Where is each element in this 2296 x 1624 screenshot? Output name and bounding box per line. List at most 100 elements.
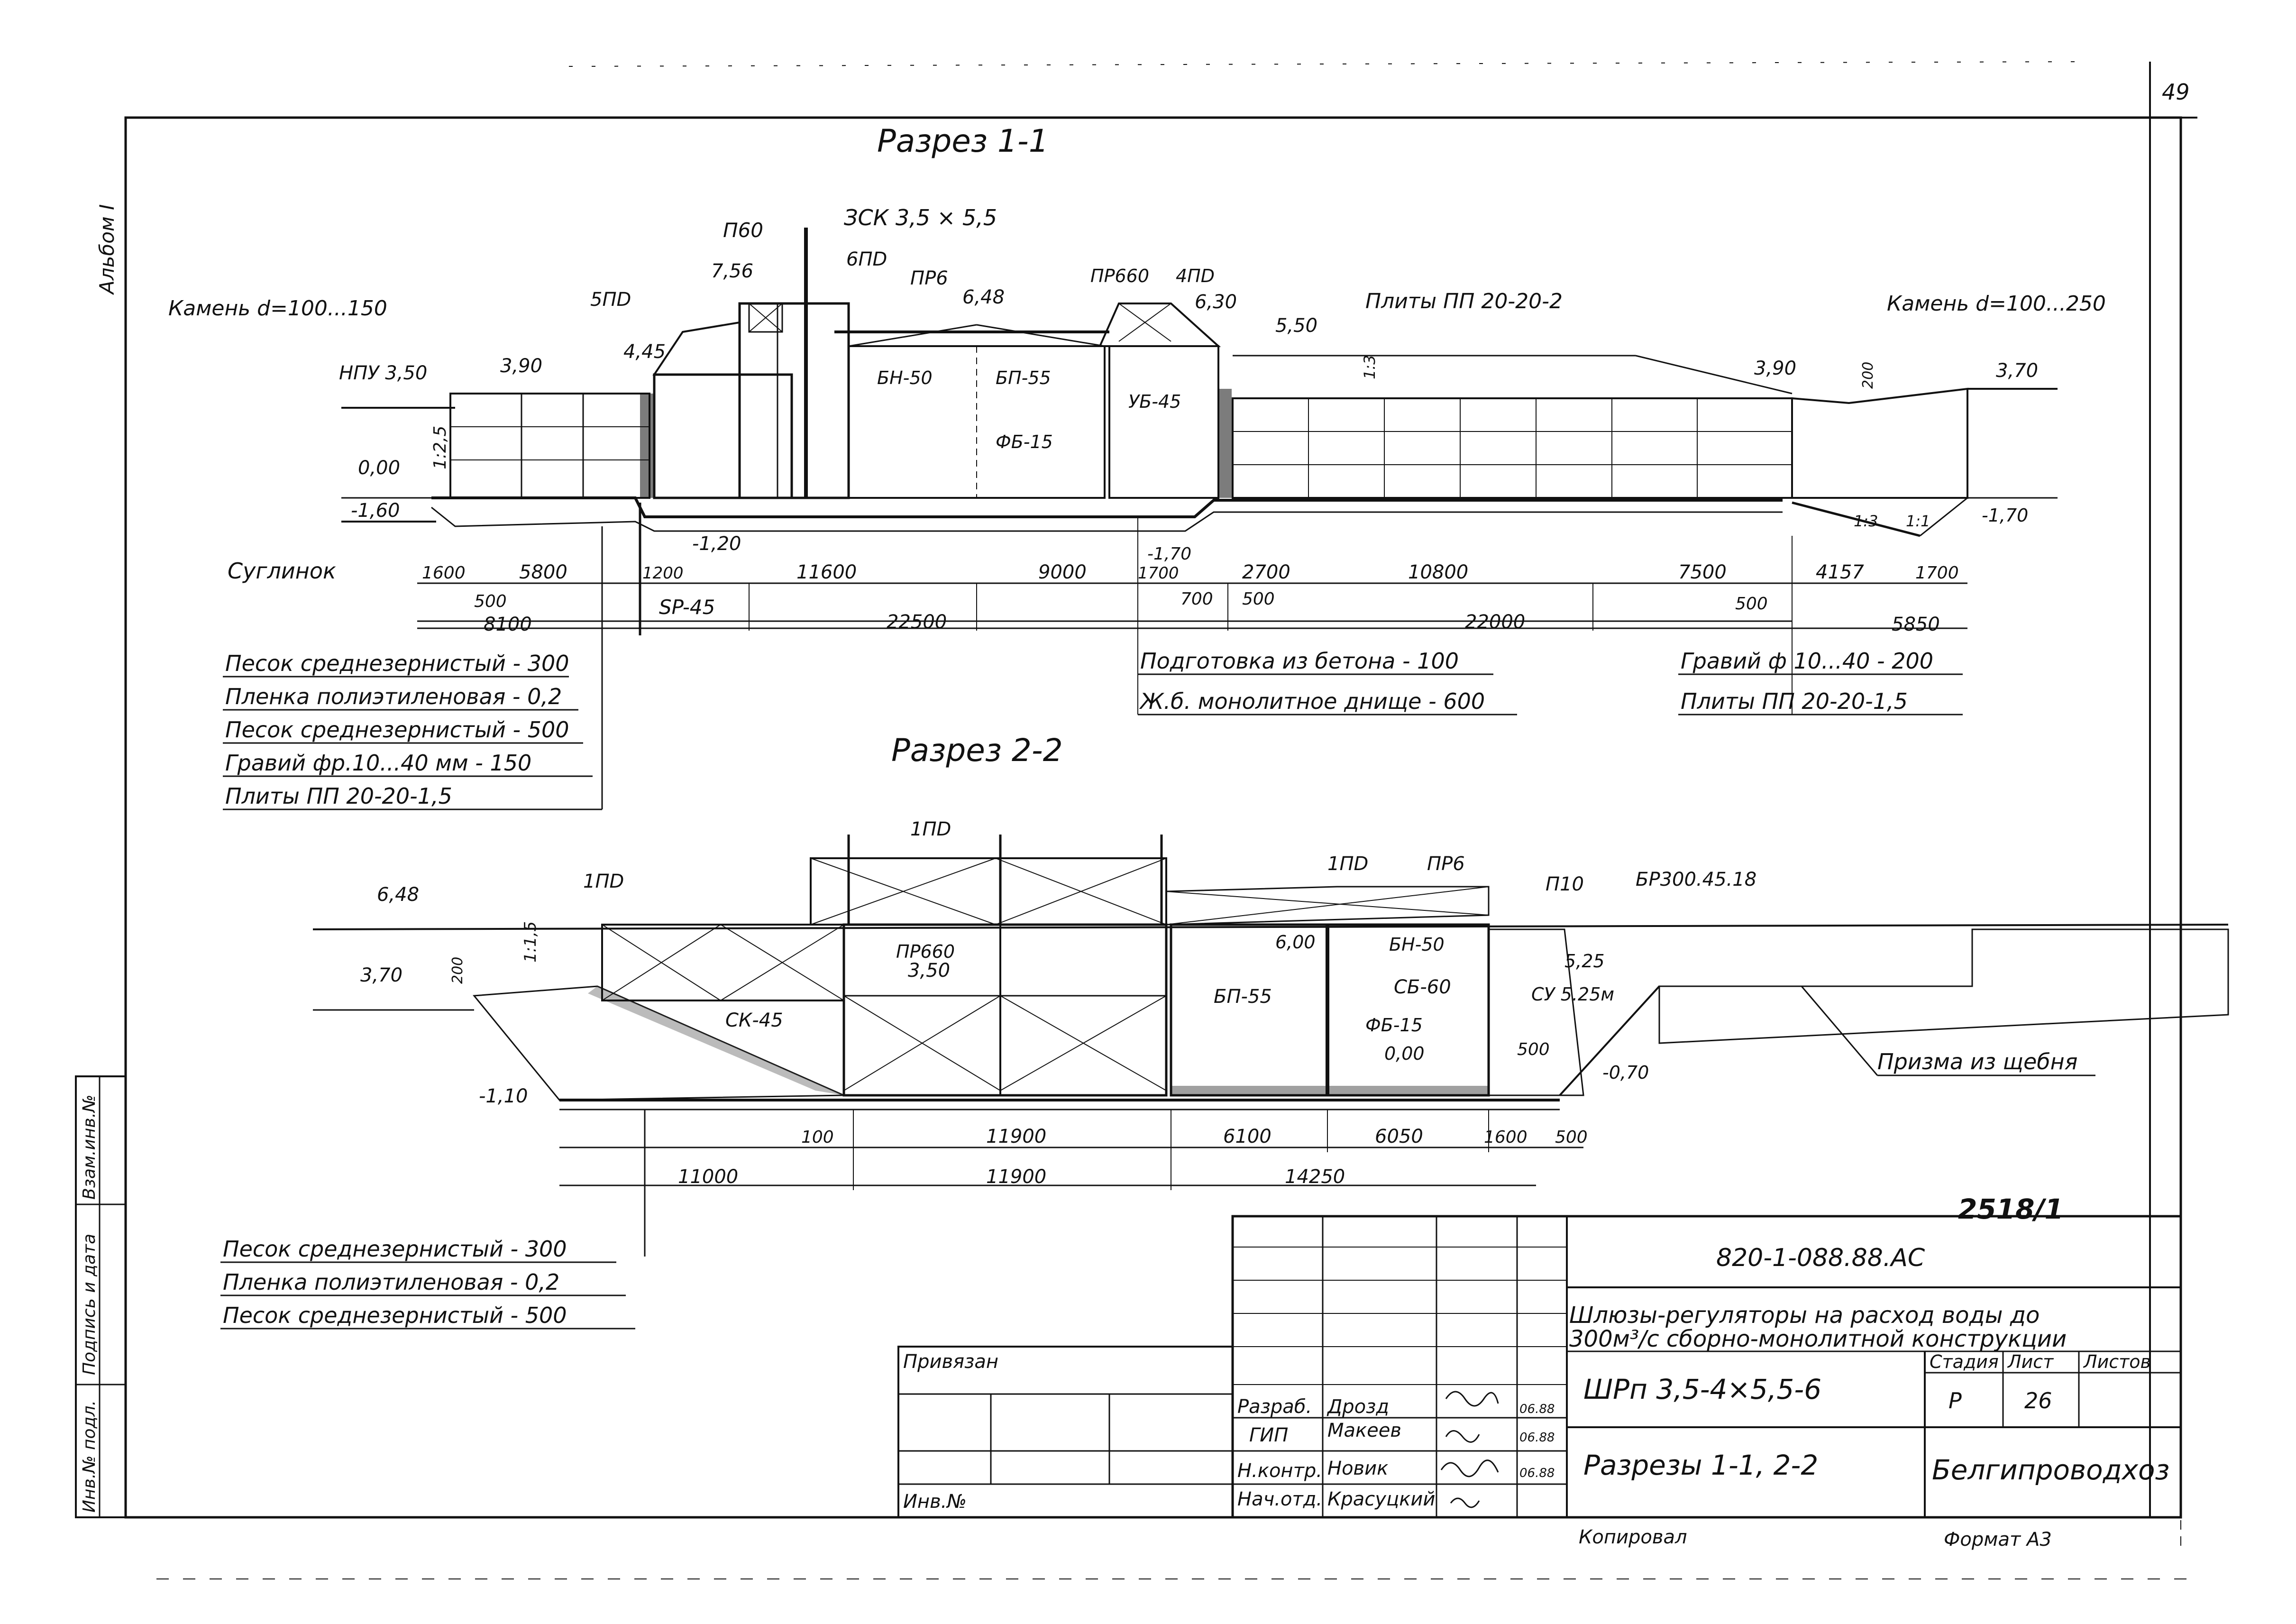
elev-3-70: 3,70 <box>1996 360 2038 382</box>
label-2-prizma: Призма из щебня <box>1877 1049 2077 1074</box>
label-suglinok: Суглинок <box>228 558 336 584</box>
dim-2-11900-top: 11900 <box>986 1126 1046 1147</box>
section-1-dims: 1600 5800 1200 11600 9000 1700 2700 1080… <box>422 561 1959 635</box>
label-ub45: УБ-45 <box>1128 391 1181 412</box>
album-label: Альбом I <box>95 204 119 295</box>
section-2-labels: 1ПD 1ПD 1ПD ПР6 П10 БР300.45.18 ПР660 БН… <box>449 818 2095 1076</box>
title-line-2: 300м³/с сборно-монолитной конструкции <box>1569 1326 2067 1352</box>
label-2-p1d-right: 1ПD <box>1327 853 1368 875</box>
dim-1700-mid: 1700 <box>1138 564 1179 583</box>
elev-2-6-00: 6,00 <box>1275 932 1316 953</box>
label-fb15: ФБ-15 <box>996 431 1053 452</box>
section-1-dimension-lines <box>417 582 1967 631</box>
stage-header: Стадия <box>1930 1351 1999 1372</box>
elev-2-0-00: 0,00 <box>1384 1043 1425 1064</box>
note-podgotovka: Подготовка из бетона - 100 <box>1140 648 1459 674</box>
side-label-vzam: Взам.инв.№ <box>80 1094 99 1200</box>
elev-2-5-25: 5,25 <box>1564 951 1605 972</box>
dim-22000: 22000 <box>1465 611 1525 633</box>
dim-8100: 8100 <box>484 614 532 635</box>
dim-2-11000: 11000 <box>678 1166 738 1188</box>
inv-label: Инв.№ <box>903 1491 967 1513</box>
date-makeev: 06.88 <box>1519 1431 1555 1445</box>
dim-700: 700 <box>1180 589 1213 609</box>
title-block <box>897 1215 2182 1519</box>
dim-11600: 11600 <box>796 561 857 583</box>
dim-2700: 2700 <box>1242 561 1290 583</box>
label-2-fb15: ФБ-15 <box>1365 1015 1423 1036</box>
label-2-su: СУ 5.25м <box>1531 984 1614 1005</box>
role-gip: ГИП <box>1249 1424 1288 1446</box>
drawing-code: 820-1-088.88.АС <box>1716 1244 1925 1272</box>
label-2-p1d-top: 1ПD <box>910 818 951 840</box>
signature-drozd <box>1445 1391 1499 1407</box>
dim-5800: 5800 <box>519 561 567 583</box>
section-2-elevations: 6,48 3,70 -1,10 3,50 6,00 5,25 0,00 -0,7… <box>360 884 1649 1107</box>
sheet-value: 26 <box>2024 1388 2052 1413</box>
role-nkontr: Н.контр. <box>1237 1460 1322 1482</box>
label-kamen-left: Камень d=100...150 <box>168 296 387 321</box>
label-2-dim-200: 200 <box>449 957 466 984</box>
role-nachotd: Нач.отд. <box>1237 1488 1322 1510</box>
label-2-bp55: БП-55 <box>1214 986 1272 1008</box>
name-makeev: Макеев <box>1327 1420 1401 1441</box>
dim-10800: 10800 <box>1408 561 1468 583</box>
label-pr6: ПР6 <box>910 267 948 289</box>
label-npu: НПУ 3,50 <box>339 362 427 384</box>
label-2-p10: П10 <box>1546 873 1584 895</box>
elev-6-48: 6,48 <box>962 286 1005 308</box>
dim-500-a: 500 <box>474 592 507 611</box>
label-2-sk45: СК-45 <box>725 1009 783 1031</box>
side-strip: Взам.инв.№ Подпись и дата Инв.№ подл. <box>75 1075 127 1518</box>
elev-5-50: 5,50 <box>1275 315 1317 337</box>
structure-mark: ШРп 3,5-4×5,5-6 <box>1583 1373 1821 1405</box>
signature-makeev <box>1445 1430 1480 1443</box>
sheet-number: 49 <box>2162 79 2190 105</box>
label-p6d: 6ПD <box>846 248 887 270</box>
dim-7500: 7500 <box>1678 561 1727 583</box>
date-drozd: 06.88 <box>1519 1402 1555 1416</box>
dim-1200: 1200 <box>642 564 684 583</box>
section-1-title: Разрез 1-1 <box>877 123 1049 159</box>
label-pr660: ПР660 <box>1090 266 1149 286</box>
elev-0-00: 0,00 <box>358 457 400 479</box>
side-label-podpis: Подпись и дата <box>80 1234 99 1375</box>
name-krasutsky: Красуцкий <box>1327 1488 1435 1510</box>
label-p4d: 4ПD <box>1176 266 1215 286</box>
note-2-pesok-300: Песок среднезернистый - 300 <box>223 1236 567 1262</box>
section-1-labels: ЗСК 3,5 × 5,5 П60 6ПD ПР6 ПР660 4ПD 5ПD … <box>168 205 2106 619</box>
label-dim-200: 200 <box>1860 362 1876 389</box>
sheet-header: Лист <box>2007 1351 2054 1372</box>
elev-2-3-70: 3,70 <box>360 964 402 986</box>
title-block-text: 2518/1 820-1-088.88.АС Шлюзы-регуляторы … <box>903 1193 2169 1551</box>
label-bn50: БН-50 <box>877 367 933 388</box>
label-2-sb60: СБ-60 <box>1394 976 1451 998</box>
date-novik: 06.88 <box>1519 1466 1555 1480</box>
elev-4-45: 4,45 <box>623 341 666 363</box>
note-graviy-left: Гравий фр.10...40 мм - 150 <box>225 750 531 776</box>
format-label: Формат А3 <box>1944 1529 2052 1551</box>
label-plity-pp: Плиты ПП 20-20-2 <box>1365 289 1563 313</box>
label-slope-11: 1:1 <box>1906 512 1930 530</box>
dim-500-b: 500 <box>1242 589 1275 609</box>
signature-novik <box>1440 1459 1499 1477</box>
privyazan-label: Привязан <box>903 1351 998 1373</box>
kopiroval-label: Копировал <box>1579 1526 1687 1548</box>
label-kamen-right: Камень d=100...250 <box>1887 292 2106 316</box>
copy-number: 2518/1 <box>1958 1193 2064 1225</box>
dim-2-6100: 6100 <box>1223 1126 1271 1147</box>
section-2-title: Разрез 2-2 <box>891 732 1063 769</box>
dim-500-c: 500 <box>1735 594 1768 614</box>
elev-2-6-48: 6,48 <box>377 884 419 906</box>
dim-4157: 4157 <box>1816 561 1864 583</box>
dim-2-6050: 6050 <box>1375 1126 1423 1147</box>
dim-1600: 1600 <box>422 563 466 583</box>
side-label-inv: Инв.№ подл. <box>80 1400 99 1513</box>
label-slope-125: 1:2,5 <box>430 426 450 469</box>
note-2-pesok-500: Песок среднезернистый - 500 <box>223 1303 567 1328</box>
sheet-title: Разрезы 1-1, 2-2 <box>1583 1449 1818 1481</box>
elev-2-minus-0-70: -0,70 <box>1602 1062 1649 1083</box>
label-zsk: ЗСК 3,5 × 5,5 <box>844 205 997 230</box>
note-dnische: Ж.б. монолитное днище - 600 <box>1139 688 1485 714</box>
